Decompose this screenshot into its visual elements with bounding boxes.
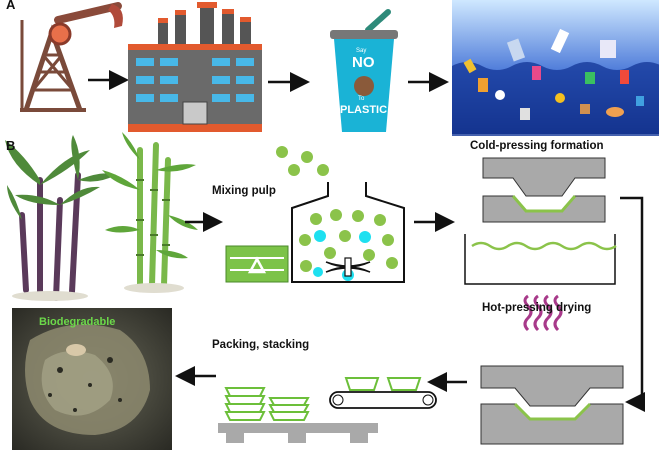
- step-label-cold-press: Cold-pressing formation: [470, 140, 604, 152]
- recycle-box-icon: [225, 245, 289, 283]
- biodegradable-photo: [12, 308, 172, 450]
- ocean-plastic-image: [452, 0, 659, 136]
- cold-press-mold: [482, 157, 606, 223]
- conveyor-belt: [329, 377, 437, 409]
- step-label-mixing: Mixing pulp: [212, 185, 276, 197]
- step-label-hot-press: Hot-pressing drying: [482, 302, 592, 314]
- panel-label-a: A: [6, 0, 16, 12]
- step-label-packing: Packing, stacking: [212, 339, 310, 351]
- cup-text-to: To: [358, 96, 365, 102]
- no-plastic-cup-icon: [330, 9, 398, 132]
- sugarcane-icon: [5, 135, 116, 301]
- mixing-tank-icon: [291, 182, 405, 283]
- pulp-bath: [464, 234, 617, 285]
- photo-caption: Biodegradable: [39, 316, 116, 328]
- hot-press-mold: [480, 365, 624, 445]
- heat-icon: [523, 294, 563, 332]
- cup-text-plastic: PLASTIC: [340, 104, 388, 116]
- panel-label-b: B: [6, 138, 16, 153]
- arrow-b3: [620, 196, 645, 412]
- bamboo-icon: [102, 132, 198, 293]
- cup-text-no: NO: [352, 54, 375, 71]
- factory-icon: [128, 2, 262, 132]
- oil-derrick-icon: [20, 2, 123, 112]
- cup-text-say: Say: [356, 48, 367, 54]
- stacked-trays: [218, 387, 378, 443]
- pulp-particles: [276, 146, 329, 176]
